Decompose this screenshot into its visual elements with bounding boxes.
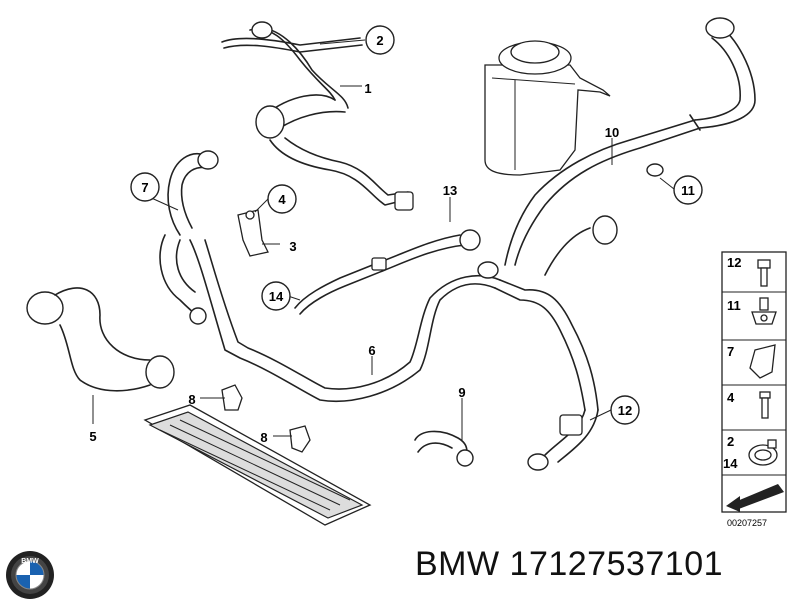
- callout-label: 3: [289, 239, 296, 254]
- screw-icon: [759, 391, 771, 419]
- callout-label: 11: [681, 183, 695, 198]
- reference-code: 00207257: [727, 518, 767, 528]
- hose-clamp-icon: [748, 439, 778, 466]
- direction-arrow-icon: [726, 484, 784, 512]
- callout-label: 8: [260, 430, 267, 445]
- callout-label: 14: [269, 289, 284, 304]
- left-hose-7: [159, 150, 219, 325]
- expansion-tank: [484, 40, 611, 176]
- upper-radiator-hose: [221, 21, 414, 211]
- callout-label: 6: [368, 343, 375, 358]
- legend-label-5b: 14: [723, 456, 738, 471]
- legend-label-5a: 2: [727, 434, 734, 449]
- callout-c13: 13: [443, 183, 457, 198]
- legend-label-2: 11: [727, 298, 741, 313]
- legend-label-4: 4: [727, 390, 735, 405]
- callout-label: 8: [188, 392, 195, 407]
- callout-c10: 10: [605, 125, 619, 140]
- callout-circle: [267, 184, 297, 214]
- hose-5: [26, 287, 175, 392]
- clip-8-b: [289, 425, 311, 453]
- callout-label: 2: [376, 33, 383, 48]
- callout-c7: 7: [130, 172, 160, 202]
- callout-c1: 1: [364, 81, 371, 96]
- legend-label-1: 12: [727, 255, 741, 270]
- callout-c9: 9: [458, 385, 465, 400]
- callout-label: 1: [364, 81, 371, 96]
- hose-13-14: [294, 229, 481, 315]
- part-number-title: BMW 17127537101: [415, 545, 724, 583]
- callout-c6: 6: [368, 343, 375, 358]
- right-upper-hose: [504, 17, 756, 266]
- callout-circle: [261, 281, 291, 311]
- hose-9: [414, 430, 474, 467]
- callout-c5: 5: [89, 429, 96, 444]
- bracket-3: [237, 209, 269, 257]
- callout-c12: 12: [610, 395, 640, 425]
- clip-icon: [749, 344, 776, 379]
- callout-c2: 2: [365, 25, 395, 55]
- callout-circle: [365, 25, 395, 55]
- callout-label: 9: [458, 385, 465, 400]
- callout-label: 7: [141, 180, 148, 195]
- long-hose-6: [189, 215, 618, 411]
- callout-label: 12: [618, 403, 632, 418]
- callout-c3: 3: [289, 239, 296, 254]
- nut-bolt-icon: [751, 297, 777, 325]
- legend-panel: 12 11 7 4 2 14 002: [721, 251, 787, 528]
- leader-lines: [92, 39, 675, 440]
- callout-circle: [610, 395, 640, 425]
- callout-c8a: 8: [188, 392, 195, 407]
- callout-c11: 11: [673, 175, 703, 205]
- callout-label: 4: [278, 192, 286, 207]
- callout-label: 5: [89, 429, 96, 444]
- oil-cooler: [143, 404, 372, 526]
- callout-c8b: 8: [260, 430, 267, 445]
- bolt-icon: [757, 259, 771, 287]
- bmw-logo: BMW: [6, 551, 54, 599]
- callout-c14: 14: [261, 281, 291, 311]
- lower-right-hose: [527, 409, 599, 471]
- svg-text:BMW: BMW: [21, 558, 39, 565]
- legend-label-3: 7: [727, 344, 734, 359]
- callout-circle: [130, 172, 160, 202]
- callout-circle: [673, 175, 703, 205]
- clip-8-a: [221, 384, 243, 411]
- callout-label: 10: [605, 125, 619, 140]
- callout-c4: 4: [267, 184, 297, 214]
- callout-label: 13: [443, 183, 457, 198]
